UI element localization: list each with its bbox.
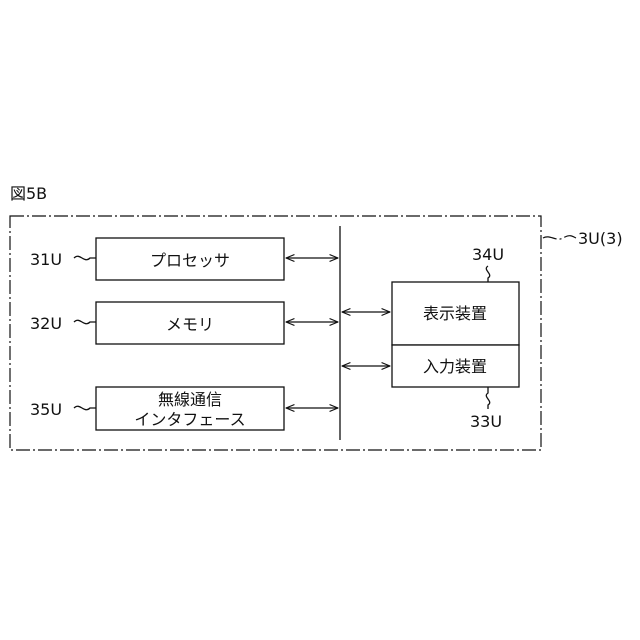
memory-block: メモリ <box>96 302 284 344</box>
input-label: 入力装置 <box>423 357 487 376</box>
processor-label: プロセッサ <box>150 251 230 270</box>
wireless-ref: 35U <box>30 400 62 419</box>
system-ref-leader <box>543 236 576 239</box>
processor-ref: 31U <box>30 250 62 269</box>
input-ref-leader <box>486 387 489 409</box>
input-block: 入力装置 <box>392 345 519 387</box>
input-ref: 33U <box>470 412 502 431</box>
display-ref: 34U <box>472 245 504 264</box>
system-ref-label: 3U(3) <box>578 229 623 248</box>
wireless-label-line2: インタフェース <box>134 410 245 429</box>
memory-label: メモリ <box>166 315 214 334</box>
figure-label: 図5B <box>10 184 47 203</box>
wireless-block: 無線通信 インタフェース <box>96 387 284 430</box>
processor-block: プロセッサ <box>96 238 284 280</box>
display-block: 表示装置 <box>392 282 519 345</box>
wireless-ref-leader <box>74 406 96 409</box>
display-label: 表示装置 <box>423 304 487 323</box>
memory-ref: 32U <box>30 314 62 333</box>
wireless-label-line1: 無線通信 <box>158 390 222 409</box>
processor-ref-leader <box>74 256 96 259</box>
display-ref-leader <box>486 266 489 282</box>
memory-ref-leader <box>74 320 96 323</box>
